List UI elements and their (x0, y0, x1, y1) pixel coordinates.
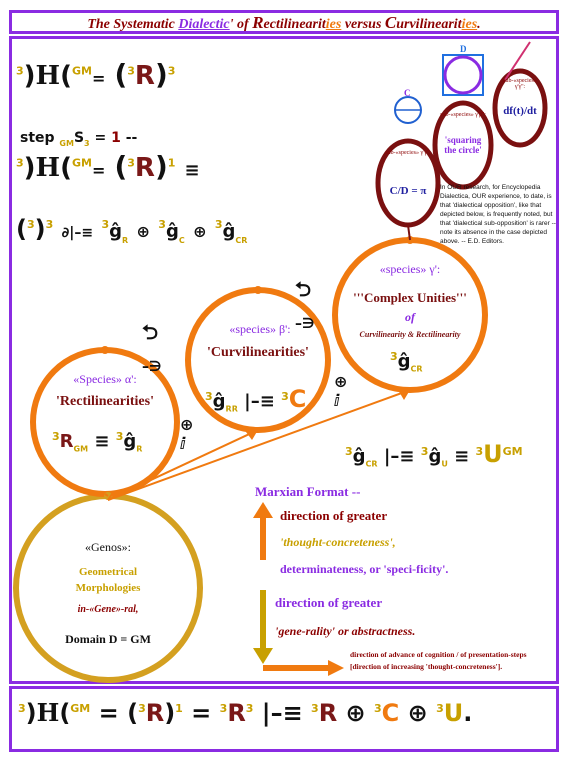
blue-circle-icon (394, 96, 422, 124)
hook-arrow-icon: ⮌–∋ (295, 277, 315, 332)
alpha-equation: 3RGM ≡ 3ĝR (52, 430, 143, 454)
arrow-right-icon (263, 660, 344, 676)
small-circle-1-label: sub-«species» γ'γ'': (385, 150, 431, 156)
d-icon-label: D (460, 44, 467, 54)
small-circle-3 (492, 68, 548, 148)
genos-domain: Domain D = GM (65, 632, 151, 646)
gamma-sub: Curvilinearity & Rectilinearity (359, 330, 461, 339)
arrow-up-icon (253, 502, 273, 560)
arrow-down-icon (253, 590, 273, 664)
bottom-panel (9, 686, 559, 752)
gamma-of: of (405, 310, 415, 324)
bottom-equation: 3)H(GM = (3R)1 = 3R3 |–≡ 3R ⊕ 3C ⊕ 3U. (18, 698, 473, 727)
oplus-symbol: ⊕ⅈ (180, 415, 194, 453)
beta-equation: 3ĝRR |–≡ 3C (205, 385, 307, 414)
small-circle-2 (432, 100, 494, 190)
marxian-arrow2: [direction of increasing 'thought-concre… (350, 662, 503, 671)
hook-arrow-icon: ⮌–∋ (142, 320, 162, 375)
small-circle-1-value: C/D = π (389, 185, 427, 197)
marxian-down2: 'gene-rality' or abstractness. (275, 624, 416, 638)
genos-line2: Morphologies (75, 582, 141, 594)
small-circle-2-value: 'squaring the circle' (444, 135, 482, 155)
square-circle-icon (442, 54, 484, 96)
editors-note: In OUR research, for Encyclopedia Dialec… (440, 184, 556, 245)
marxian-up1: direction of greater (280, 508, 388, 523)
oplus-symbol: ⊕ⅈ (334, 372, 348, 410)
gamma-header: «species» γ': (379, 262, 441, 276)
small-circle-2-label: sub-«species» γ'β'': (440, 112, 486, 118)
alpha-name: 'Rectilinearities' (56, 394, 154, 409)
page-title: The Systematic Dialectic' of Rectilinear… (9, 10, 559, 34)
small-circle-3-value: df(t)/dt (503, 105, 537, 117)
equation-4: 3ĝCR |–≡ 3ĝU ≡ 3UGM (345, 440, 523, 469)
beta-header: «species» β': (229, 322, 291, 336)
small-circle-3-label: sub-«species» γ'γ'': (503, 78, 537, 90)
genos-header: «Genos»: (85, 540, 131, 554)
marxian-down1: direction of greater (275, 595, 383, 610)
marxian-up2: 'thought-concreteness', (280, 535, 396, 549)
equation-1: 3)H(GM= (3R)3 (16, 58, 176, 91)
equation-3: (3)3 ∂|–≡ 3ĝR ⊕ 3ĝC ⊕ 3ĝCR (16, 215, 248, 245)
step-line: step GMS3 = 1 -- (20, 130, 138, 148)
gamma-equation: 3ĝCR (390, 350, 423, 374)
gamma-name: '''Complex Unities''' (353, 290, 467, 305)
marxian-header: Marxian Format -- (255, 484, 361, 499)
main-panel (9, 36, 559, 684)
alpha-header: «Species» α': (73, 372, 137, 386)
c-icon-label: C (404, 88, 411, 98)
genos-line3: in-«Gene»-ral, (77, 604, 139, 615)
genos-line1: Geometrical (78, 566, 138, 578)
marxian-arrow1: direction of advance of cognition / of p… (350, 650, 527, 659)
equation-2: 3)H(GM= (3R)1 ≡ (16, 150, 200, 183)
marxian-up3: determinateness, or 'speci-ficity'. (280, 562, 449, 576)
beta-name: 'Curvilinearities' (207, 345, 309, 360)
